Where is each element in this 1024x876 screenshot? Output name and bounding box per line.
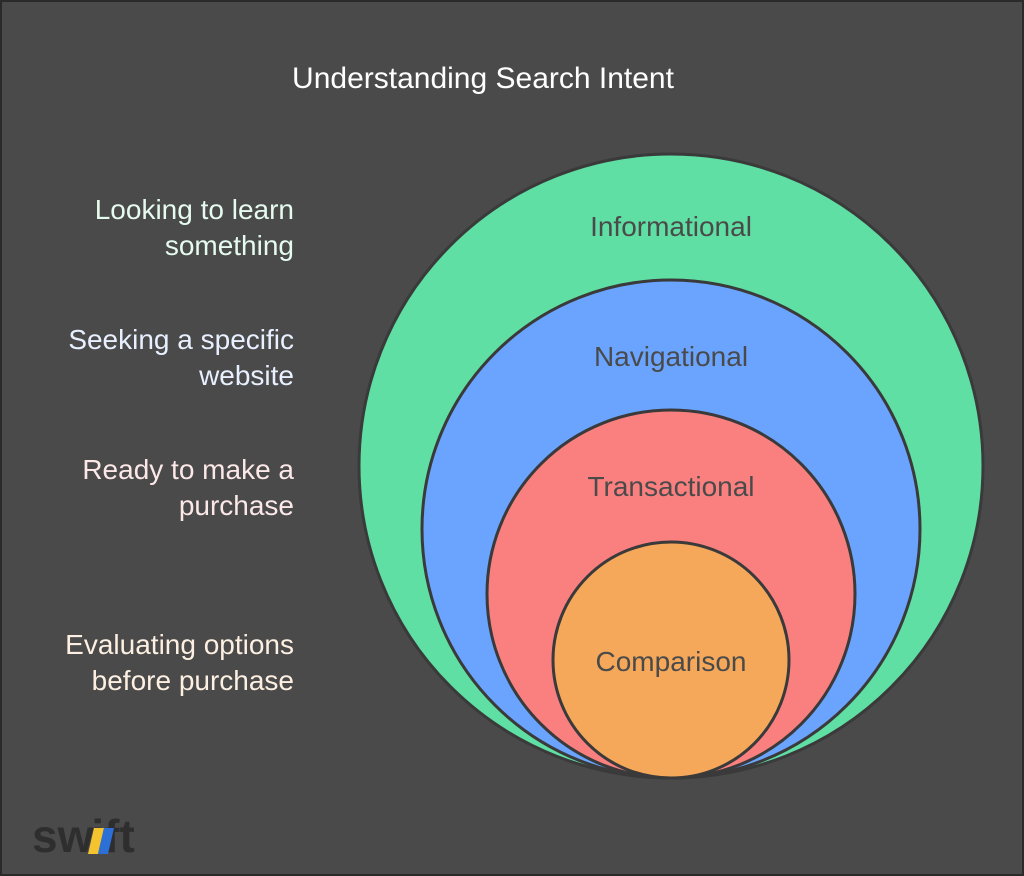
description-comparison: Evaluating options before purchase [0, 627, 294, 699]
logo-text: swift [32, 810, 135, 860]
description-line: before purchase [91, 665, 294, 696]
description-line: Ready to make a [82, 454, 294, 485]
description-navigational: Seeking a specific website [0, 322, 294, 394]
description-line: purchase [178, 490, 294, 521]
description-transactional: Ready to make a purchase [0, 452, 294, 524]
label-navigational: Navigational [594, 341, 748, 372]
description-line: Evaluating options [65, 629, 294, 660]
description-line: website [199, 360, 294, 391]
label-informational: Informational [590, 211, 752, 242]
description-line: Looking to learn [94, 194, 294, 225]
description-informational: Looking to learn something [0, 192, 294, 264]
label-comparison: Comparison [596, 646, 747, 677]
label-transactional: Transactional [587, 471, 754, 502]
description-line: Seeking a specific [68, 324, 294, 355]
swift-logo-icon: swift [32, 810, 135, 862]
circle-comparison [551, 540, 791, 780]
swift-logo: swift [32, 810, 182, 865]
description-line: something [164, 230, 294, 261]
page-title: Understanding Search Intent [292, 62, 674, 95]
